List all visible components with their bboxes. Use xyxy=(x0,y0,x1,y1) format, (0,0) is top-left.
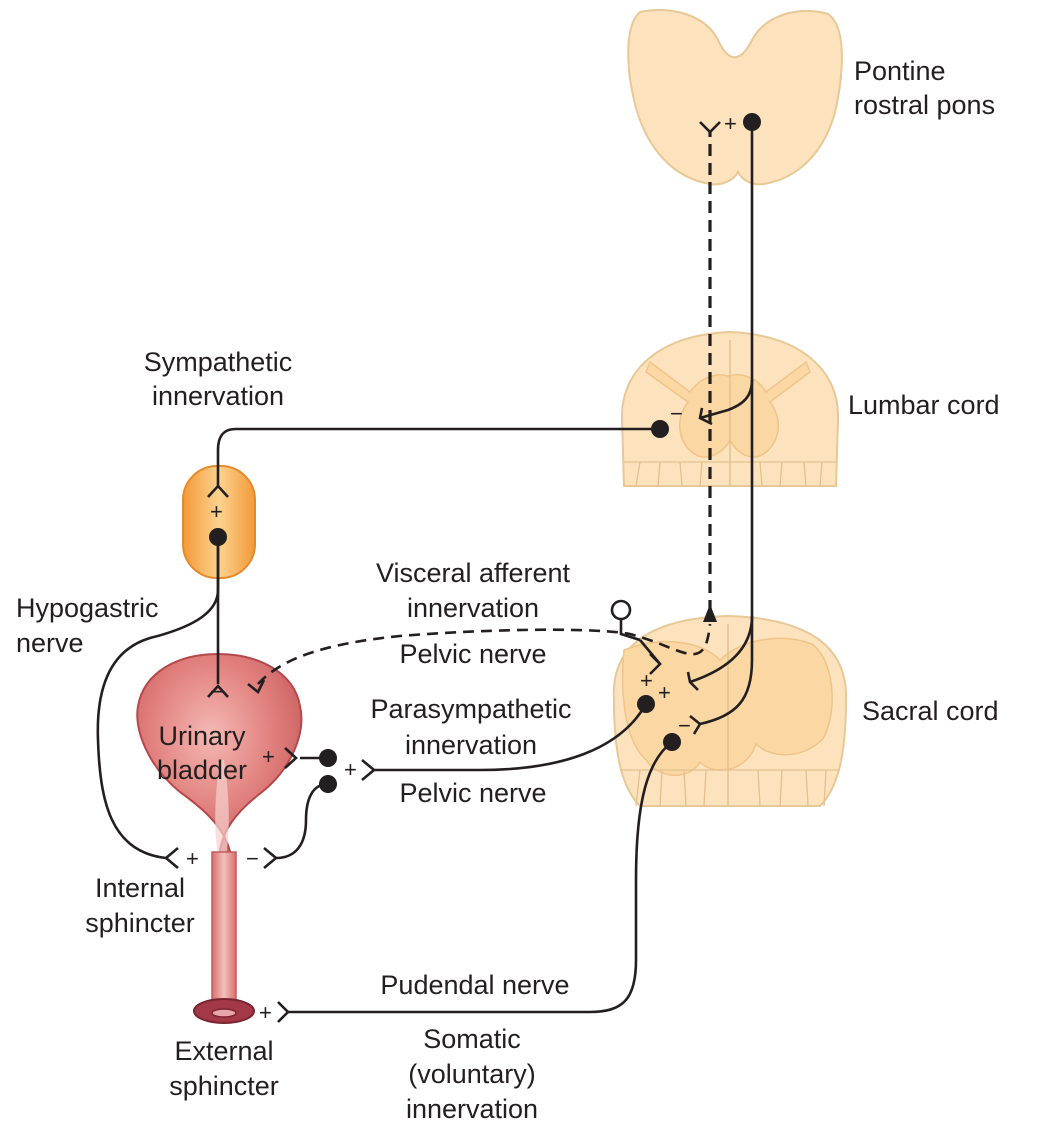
sign-ext-sphincter: + xyxy=(259,1000,272,1025)
urinary-bladder xyxy=(137,654,301,1023)
label-hypogastric-1: Hypogastric xyxy=(16,593,159,623)
sign-bladder-symp: − xyxy=(210,679,223,704)
pelvic-to-sphincter xyxy=(276,784,328,858)
urethra xyxy=(212,852,236,1002)
label-sympathetic-2: innervation xyxy=(152,381,284,411)
sign-int-sphincter-symp: + xyxy=(186,846,199,871)
sign-ganglion: + xyxy=(210,499,223,524)
label-bladder-2: bladder xyxy=(157,755,247,785)
label-lumbar-cord: Lumbar cord xyxy=(848,390,1000,420)
label-parasympathetic-1: Parasympathetic xyxy=(370,694,571,724)
sign-pons: + xyxy=(724,111,737,136)
sign-sacral-b: + xyxy=(658,680,671,705)
label-external-sphincter-1: External xyxy=(174,1036,273,1066)
label-internal-sphincter-1: Internal xyxy=(95,873,185,903)
label-visceral-2: innervation xyxy=(407,593,539,623)
label-somatic-2: (voluntary) xyxy=(408,1059,536,1089)
label-pelvic-nerve-afferent: Pelvic nerve xyxy=(399,639,546,669)
label-pontine-1: Pontine xyxy=(854,56,946,86)
label-bladder-1: Urinary xyxy=(158,721,246,751)
label-visceral-1: Visceral afferent xyxy=(376,558,571,588)
label-external-sphincter-2: sphincter xyxy=(169,1071,279,1101)
label-parasympathetic-2: innervation xyxy=(405,730,537,760)
label-sympathetic-1: Sympathetic xyxy=(144,347,293,377)
label-sacral-cord: Sacral cord xyxy=(862,696,999,726)
label-somatic-1: Somatic xyxy=(423,1024,521,1054)
label-pelvic-nerve-efferent: Pelvic nerve xyxy=(399,778,546,808)
sympathetic-nerve-path xyxy=(218,429,660,486)
label-hypogastric-2: nerve xyxy=(16,628,84,658)
sign-int-sphincter-para: − xyxy=(246,846,259,871)
sign-sacral-a: + xyxy=(640,668,653,693)
pons-section xyxy=(628,10,842,184)
labels: Pontine rostral pons Lumbar cord Sacral … xyxy=(16,56,1000,1124)
sign-pelvic-ganglion: + xyxy=(344,757,357,782)
sign-lumbar: − xyxy=(670,401,683,426)
label-somatic-3: innervation xyxy=(406,1094,538,1124)
label-pudendal-nerve: Pudendal nerve xyxy=(380,970,569,1000)
sign-sacral-c: − xyxy=(678,713,691,738)
label-internal-sphincter-2: sphincter xyxy=(85,908,195,938)
sign-bladder-para: + xyxy=(262,744,275,769)
label-pontine-2: rostral pons xyxy=(854,90,995,120)
